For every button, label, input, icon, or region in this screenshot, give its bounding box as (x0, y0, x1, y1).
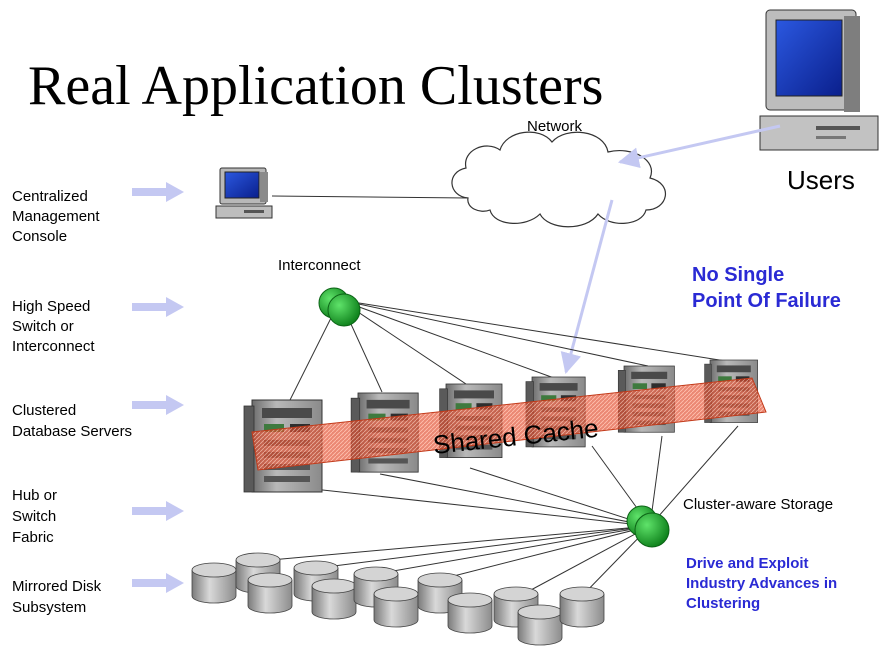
side-labels: Centralized Management Console High Spee… (12, 188, 132, 616)
drive-line1: Drive and Exploit (686, 555, 809, 572)
console-link (271, 195, 469, 199)
drive-line3: Clustering (686, 595, 760, 612)
drive-line2: Industry Advances in (686, 575, 837, 592)
no-spof-line1: No Single (692, 264, 784, 286)
side-label-line: Console (12, 228, 67, 245)
no-spof-line2: Point Of Failure (692, 290, 841, 312)
page-title: Real Application Clusters (28, 55, 603, 117)
arrow-right-icon (132, 395, 184, 415)
disk-drive-icon (373, 586, 419, 628)
interconnect-label: Interconnect (278, 257, 361, 274)
side-label-line: Management (12, 208, 100, 225)
side-arrows (132, 182, 184, 593)
shared-cache-band (251, 377, 767, 471)
network-arrow (560, 199, 614, 375)
storage-links (247, 425, 739, 599)
side-label-line: Subsystem (12, 599, 86, 616)
side-label-line: Interconnect (12, 338, 95, 355)
network-cloud-icon (451, 131, 667, 228)
desktop-computer-icon (215, 167, 273, 219)
users-computer-icon (759, 9, 879, 151)
side-label-line: Clustered (12, 402, 76, 419)
arrow-right-icon (132, 501, 184, 521)
disk-drive-icon (447, 592, 493, 634)
users-arrow (617, 124, 781, 169)
side-label-line: Fabric (12, 529, 54, 546)
side-label-line: Switch (12, 508, 56, 525)
side-label-line: Database Servers (12, 423, 132, 440)
disk-drive-icon (311, 578, 357, 620)
users-label: Users (787, 165, 855, 195)
disk-drive-icon (191, 562, 237, 604)
arrow-right-icon (132, 297, 184, 317)
cluster-storage-label: Cluster-aware Storage (683, 496, 833, 513)
side-label-line: High Speed (12, 298, 90, 315)
network-label: Network (527, 118, 583, 135)
side-label-line: Switch or (12, 318, 74, 335)
arrow-right-icon (132, 573, 184, 593)
disk-drive-icon (517, 604, 563, 646)
side-label-line: Centralized (12, 188, 88, 205)
side-label-line: Hub or (12, 487, 57, 504)
switch-node-icon (318, 287, 361, 327)
disk-subsystem (191, 552, 605, 646)
arrow-right-icon (132, 182, 184, 202)
disk-drive-icon (559, 586, 605, 628)
disk-drive-icon (247, 572, 293, 614)
side-label-line: Mirrored Disk (12, 578, 102, 595)
storage-switch-node-icon (626, 505, 670, 548)
